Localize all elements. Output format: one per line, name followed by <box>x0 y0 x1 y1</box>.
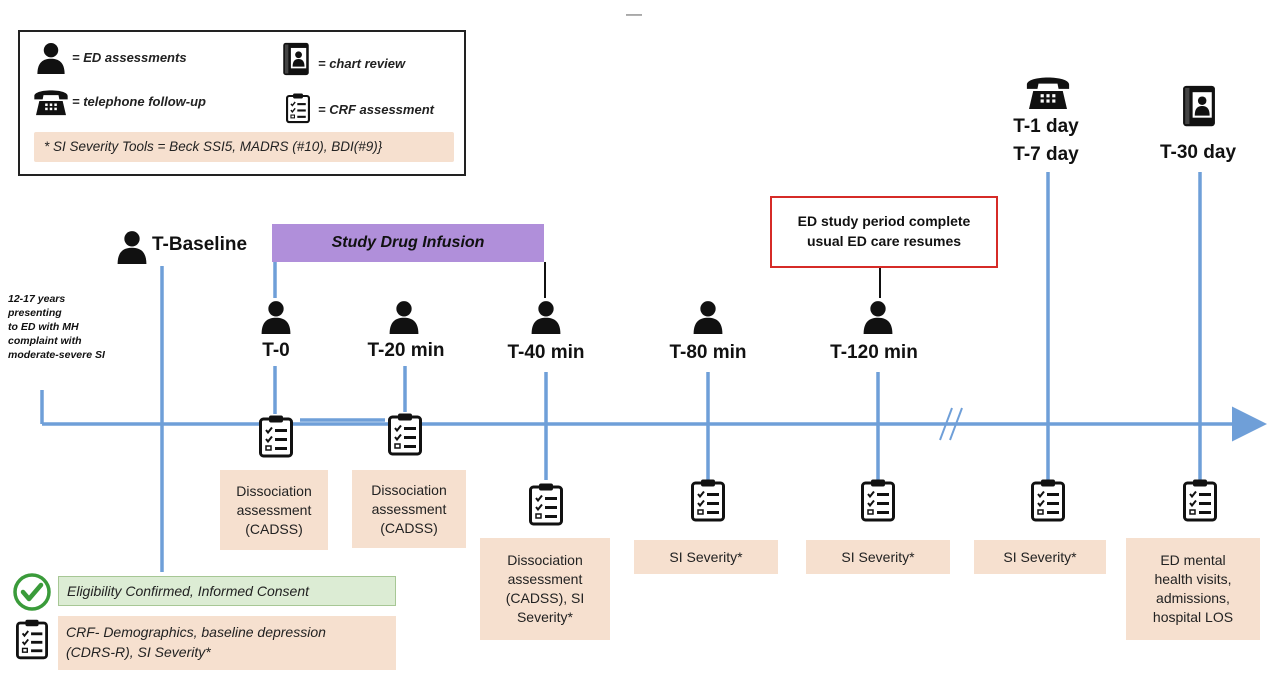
assessment-line: Dissociation <box>236 482 312 499</box>
assessment-line: SI Severity* <box>1003 548 1077 565</box>
population-line: presenting <box>8 307 62 319</box>
clipboard-icon <box>259 414 293 458</box>
person-icon <box>258 298 294 334</box>
si-severity-tools-text: * SI Severity Tools = Beck SSI5, MADRS (… <box>44 139 383 154</box>
clipboard-icon <box>1183 478 1217 522</box>
eligibility-text: Eligibility Confirmed, Informed Consent <box>67 583 309 599</box>
legend-ed-assessments: = ED assessments <box>72 50 187 65</box>
ed-study-complete-box: ED study period complete usual ED care r… <box>770 196 998 268</box>
timepoint-baseline: T-Baseline <box>152 234 248 255</box>
infusion-label: Study Drug Infusion <box>331 234 485 251</box>
assessment-line: SI Severity* <box>669 548 743 565</box>
legend-telephone: = telephone follow-up <box>72 94 206 109</box>
person-icon <box>528 298 564 334</box>
clipboard-icon <box>16 618 48 660</box>
assessment-box-t40: Dissociation assessment (CADSS), SI Seve… <box>480 538 610 640</box>
timepoint-t80: T-80 min <box>669 342 747 363</box>
assessment-box-t7: SI Severity* <box>974 540 1106 574</box>
assessment-line: Dissociation <box>507 552 583 568</box>
assessment-line: assessment <box>371 500 447 517</box>
population-line: to ED with MH <box>8 321 79 333</box>
timepoint-t120: T-120 min <box>830 342 918 363</box>
assessment-line: admissions, <box>1156 590 1230 606</box>
person-icon <box>690 298 726 334</box>
crf-line: CRF- Demographics, baseline depression <box>66 624 326 640</box>
crf-line: (CDRS-R), SI Severity* <box>66 644 211 660</box>
study-drug-infusion-bar: Study Drug Infusion <box>272 224 544 262</box>
assessment-line: Severity* <box>516 609 573 625</box>
timepoint-t1-day: T-1 day <box>1013 116 1079 137</box>
si-severity-tools-box: * SI Severity Tools = Beck SSI5, MADRS (… <box>34 132 454 162</box>
axis-break-mark <box>939 407 963 441</box>
assessment-line: (CADSS) <box>245 520 303 537</box>
assessment-line: (CADSS) <box>380 519 438 536</box>
checkmark-icon <box>13 573 51 611</box>
decorative-dash: — <box>626 6 642 23</box>
population-line: complaint with <box>8 335 82 347</box>
timepoint-t7-day: T-7 day <box>1013 144 1079 165</box>
crf-demographics-box: CRF- Demographics, baseline depression (… <box>58 616 396 670</box>
timepoint-t40: T-40 min <box>507 342 585 363</box>
eligibility-box: Eligibility Confirmed, Informed Consent <box>58 576 396 606</box>
assessment-box-t80: SI Severity* <box>634 540 778 574</box>
assessment-box-t20: Dissociation assessment (CADSS) <box>352 470 466 548</box>
assessment-box-t30: ED mental health visits, admissions, hos… <box>1126 538 1260 640</box>
assessment-line: health visits, <box>1154 571 1232 587</box>
clipboard-icon <box>529 482 563 526</box>
assessment-line: assessment <box>507 571 583 587</box>
population-line: moderate-severe SI <box>8 349 105 361</box>
legend-crf: = CRF assessment <box>318 102 434 117</box>
assessment-box-t0: Dissociation assessment (CADSS) <box>220 470 328 550</box>
person-icon <box>386 298 422 334</box>
assessment-line: SI Severity* <box>841 548 915 565</box>
assessment-box-t120: SI Severity* <box>806 540 950 574</box>
assessment-line: assessment <box>236 501 312 518</box>
assessment-line: hospital LOS <box>1152 609 1234 625</box>
legend-chart-review: = chart review <box>318 56 406 71</box>
assessment-line: (CADSS), SI <box>505 590 585 606</box>
ed-complete-line: usual ED care resumes <box>806 233 962 249</box>
telephone-icon <box>1024 72 1072 110</box>
timepoint-t30-day: T-30 day <box>1159 142 1237 163</box>
clipboard-icon <box>861 478 895 522</box>
chart-review-icon <box>1182 84 1216 128</box>
person-icon <box>860 298 896 334</box>
assessment-line: Dissociation <box>371 481 447 498</box>
timepoint-t0: T-0 <box>262 340 290 361</box>
assessment-line: ED mental <box>1160 552 1226 568</box>
clipboard-icon <box>388 412 422 456</box>
ed-complete-line: ED study period complete <box>797 213 971 229</box>
clipboard-icon <box>691 478 725 522</box>
person-icon <box>114 228 150 264</box>
timepoint-t20: T-20 min <box>367 340 445 361</box>
clipboard-icon <box>1031 478 1065 522</box>
population-line: 12-17 years <box>8 293 66 305</box>
population-description: 12-17 years presenting to ED with MH com… <box>8 292 105 362</box>
